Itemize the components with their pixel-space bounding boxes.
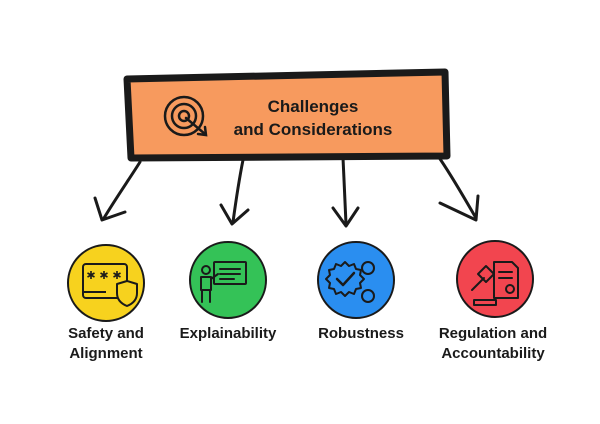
node-label-line: Safety and [68, 325, 144, 342]
node-label-regulation: Regulation and Accountability [423, 324, 563, 364]
arrow-to-explainability [219, 158, 250, 226]
node-label-line: Explainability [179, 325, 277, 342]
arrow-to-robustness [331, 156, 360, 228]
gavel-document-icon [471, 261, 519, 306]
node-label-safety: Safety and Alignment [36, 324, 176, 364]
arrow-to-regulation [436, 154, 480, 222]
target-icon [163, 95, 208, 137]
node-label-explainability: Explainability [158, 324, 298, 344]
node-label-line: Regulation and [438, 325, 548, 342]
title-box: Challenges and Considerations [134, 82, 438, 154]
title-line-2: and Considerations [233, 120, 393, 139]
arrow-to-safety [93, 160, 142, 222]
node-label-line: Robustness [318, 325, 404, 342]
node-label-line: Accountability [441, 345, 545, 362]
title-line-1: Challenges [267, 97, 359, 116]
gears-check-icon [325, 261, 375, 303]
title-box-shape [123, 68, 451, 162]
page-title: Challenges and Considerations [234, 95, 393, 141]
node-label-robustness: Robustness [291, 324, 431, 344]
robustness-circle [317, 241, 395, 319]
node-label-line: Alignment [69, 345, 143, 362]
lock-shield-icon [82, 263, 138, 307]
presenter-icon [200, 261, 247, 303]
